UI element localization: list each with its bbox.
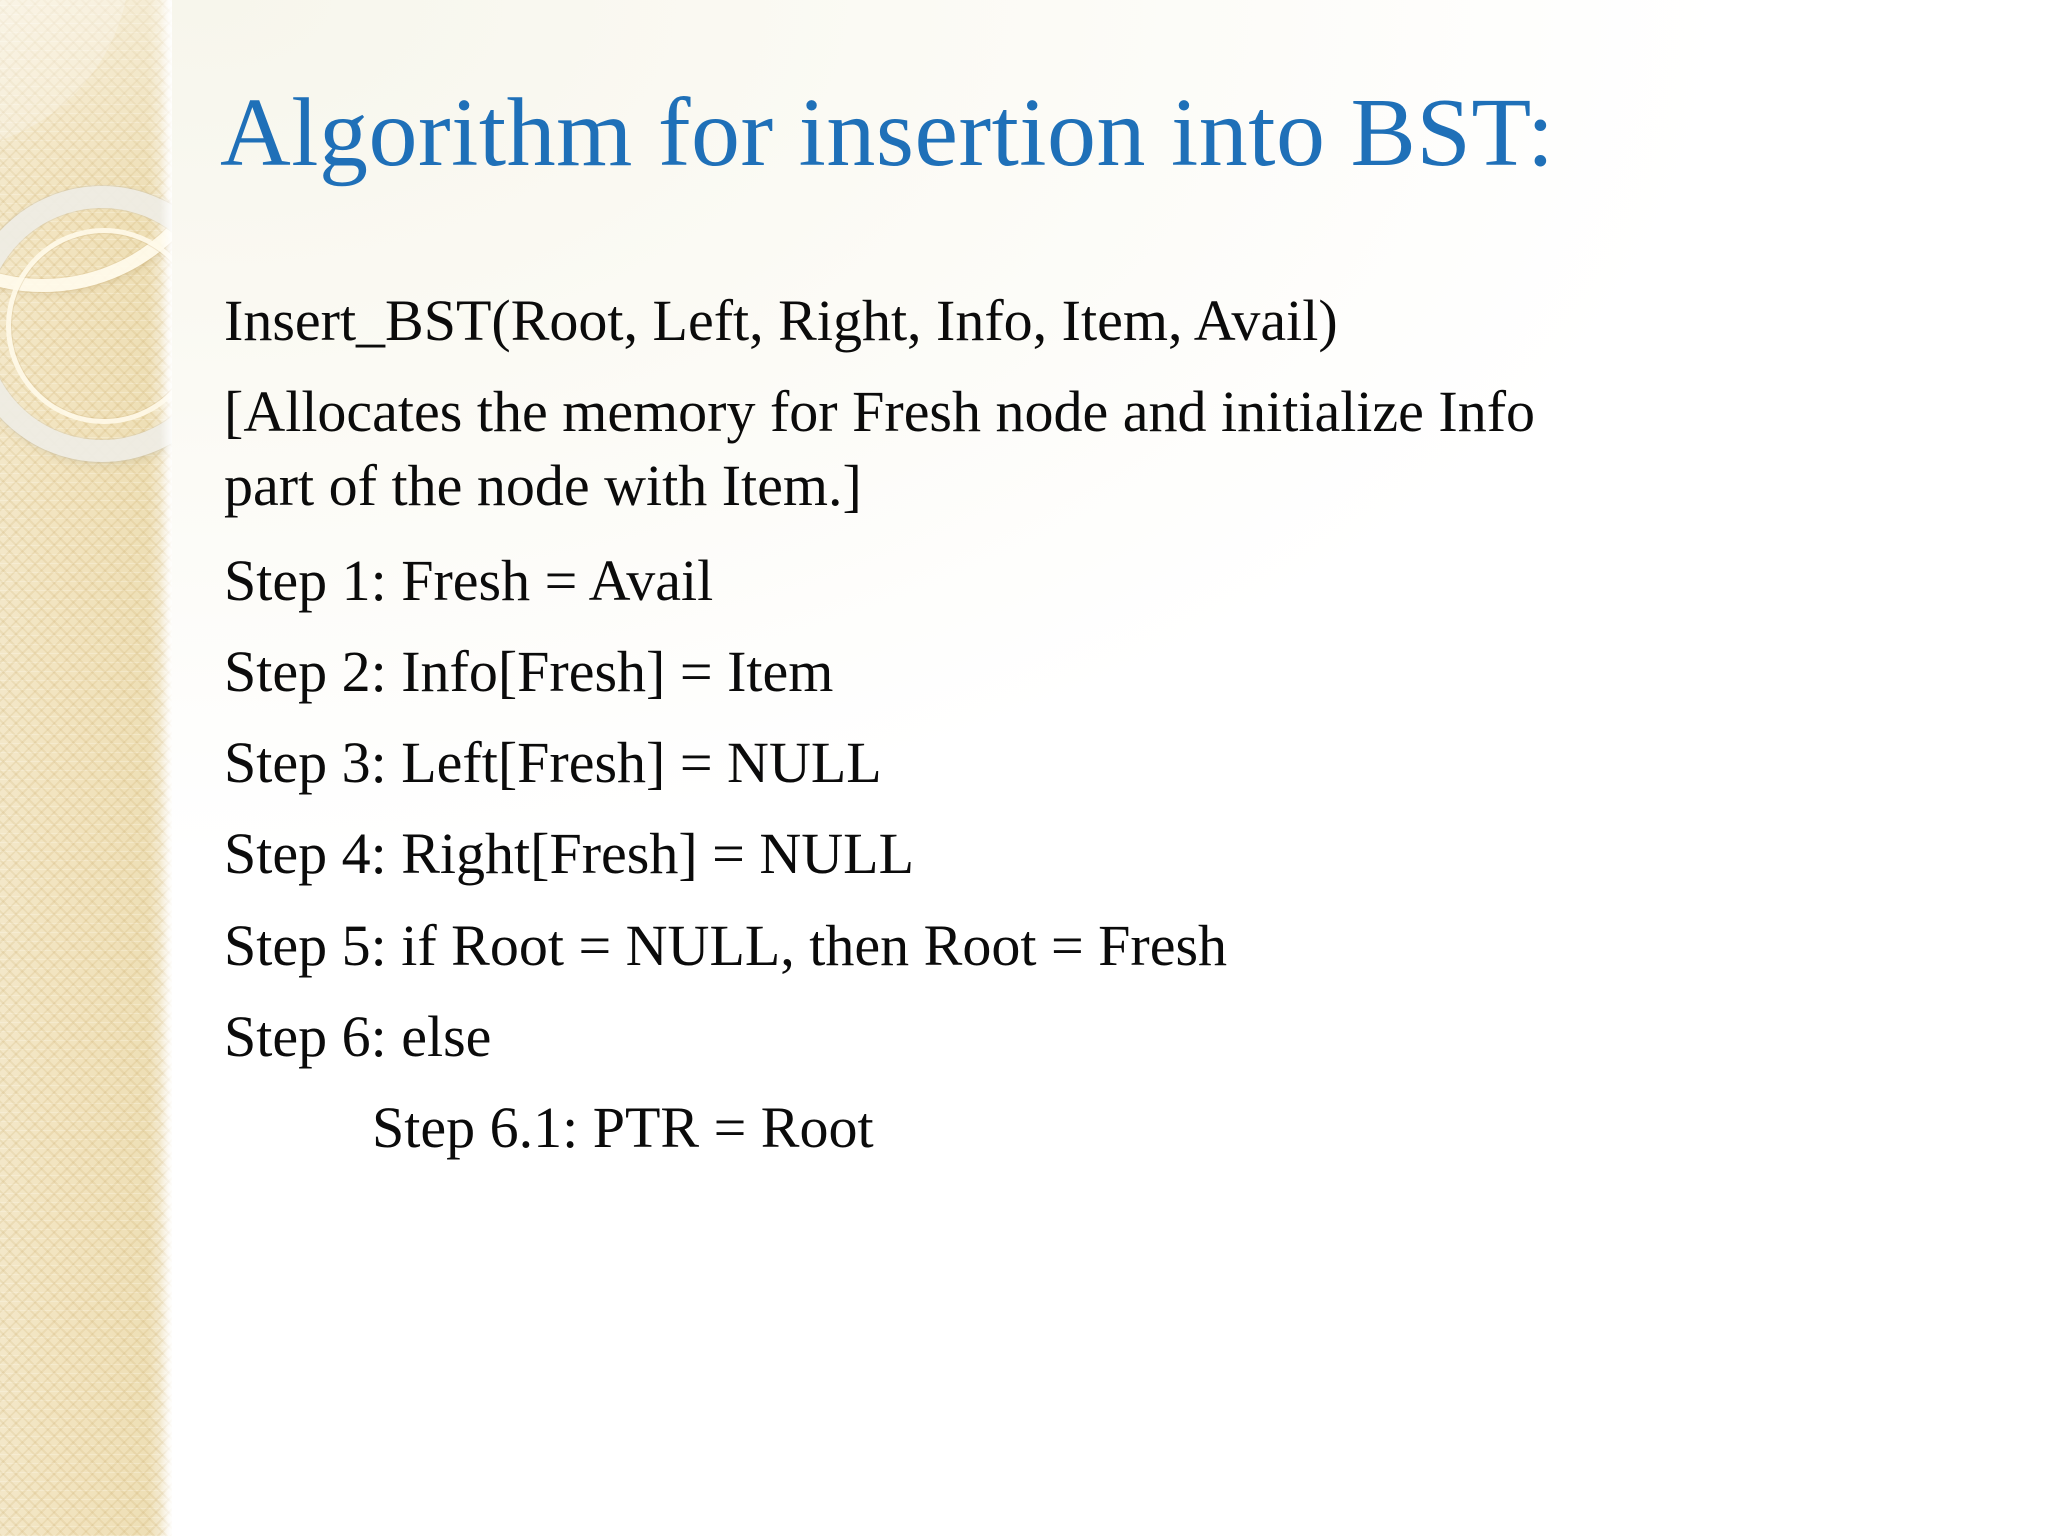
algorithm-signature: Insert_BST(Root, Left, Right, Info, Item… <box>224 288 1338 353</box>
slide-content: Algorithm for insertion into BST: Insert… <box>172 0 2048 1536</box>
decorative-ring-inner-icon <box>6 228 172 424</box>
algorithm-step-6-1: Step 6.1: PTR = Root <box>372 1095 874 1161</box>
algorithm-step-6: Step 6: else <box>224 1003 492 1069</box>
algorithm-step-5: Step 5: if Root = NULL, then Root = Fres… <box>224 912 1228 978</box>
sidebar-edge-fade <box>160 0 172 1536</box>
slide-title: Algorithm for insertion into BST: <box>220 79 1555 187</box>
algorithm-step-4: Step 4: Right[Fresh] = NULL <box>224 821 914 887</box>
algorithm-step-2: Step 2: Info[Fresh] = Item <box>224 638 834 704</box>
slide-body: Insert_BST(Root, Left, Right, Info, Item… <box>224 284 2024 1182</box>
decorative-sidebar <box>0 0 172 1536</box>
algorithm-step-3: Step 3: Left[Fresh] = NULL <box>224 730 882 796</box>
algorithm-step-1: Step 1: Fresh = Avail <box>224 547 714 613</box>
algorithm-description: [Allocates the memory for Fresh node and… <box>224 379 1536 519</box>
